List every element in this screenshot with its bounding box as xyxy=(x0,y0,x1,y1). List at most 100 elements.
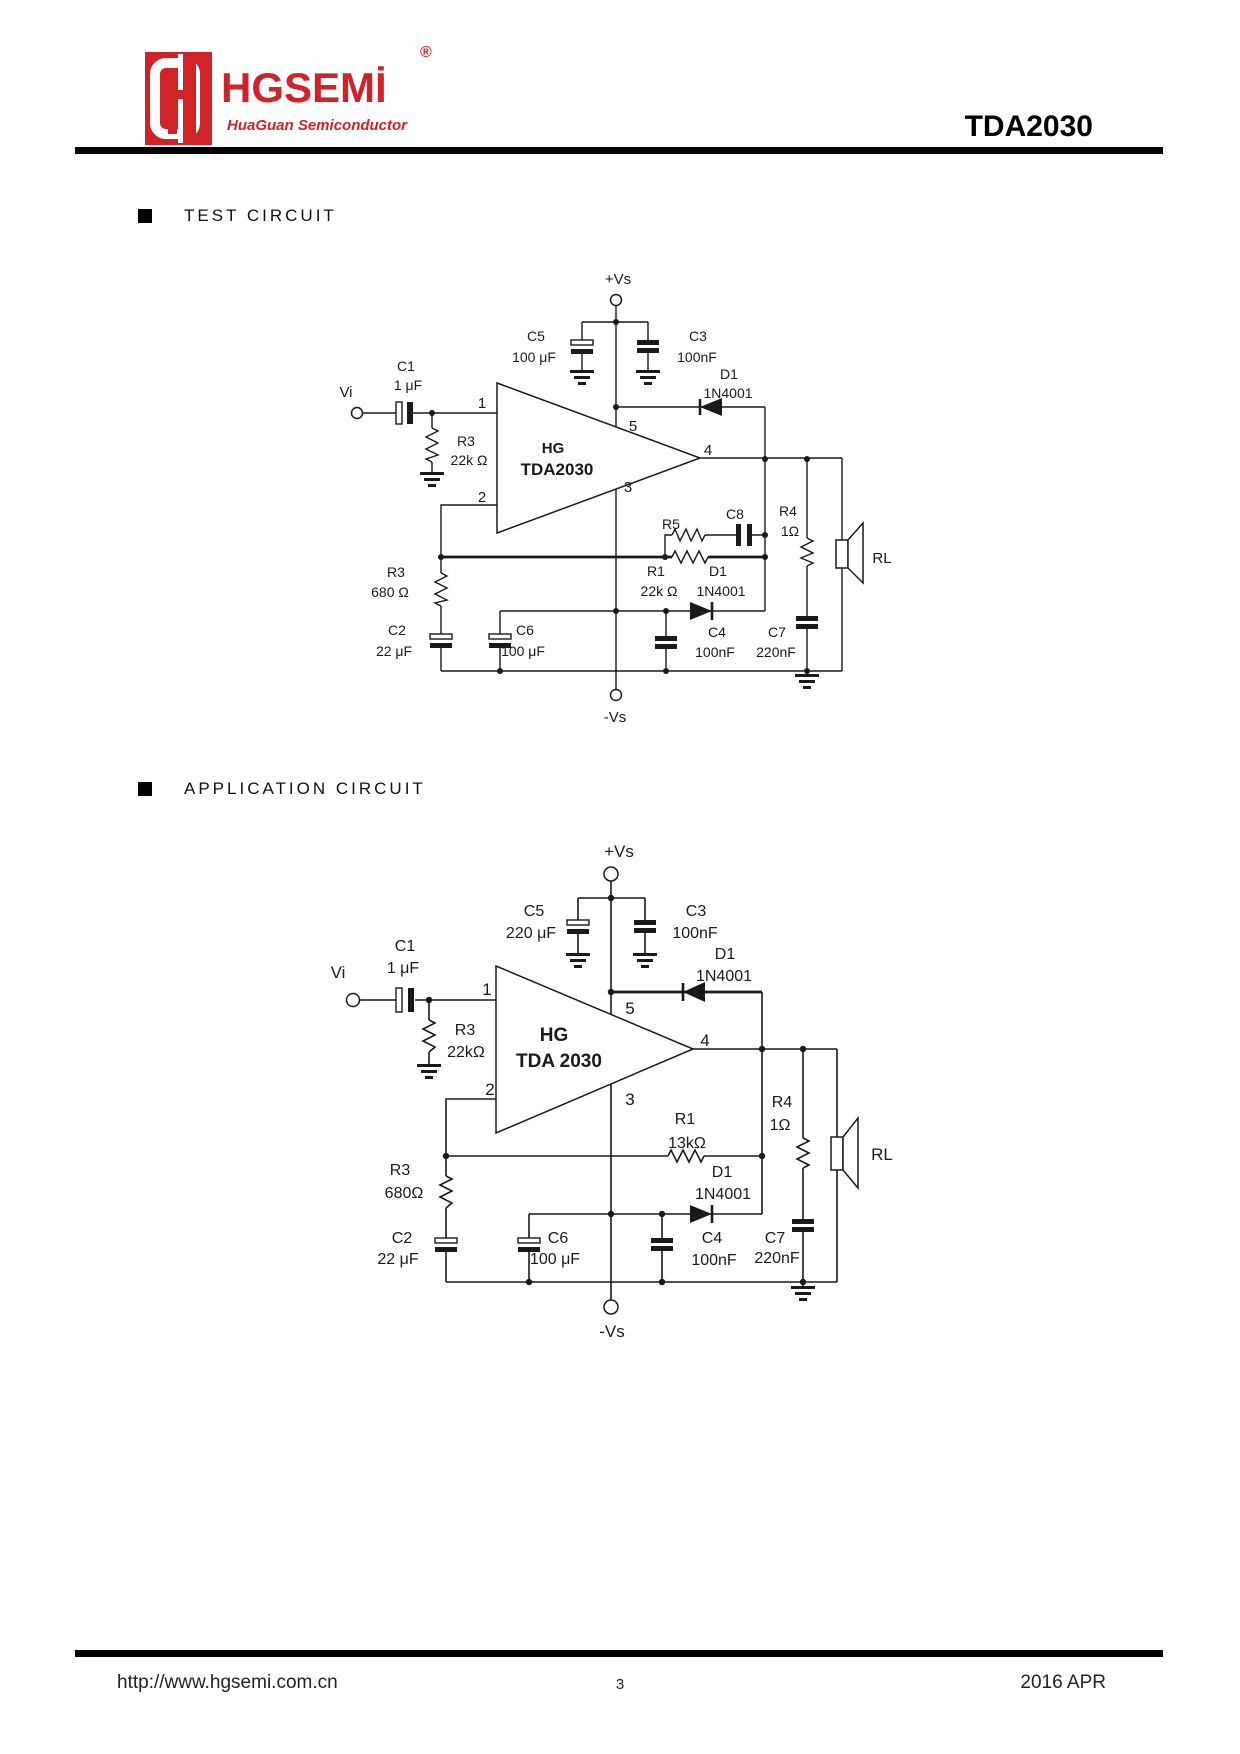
d1-bottom-label: D1 xyxy=(712,1164,733,1181)
junction-dots xyxy=(429,319,810,674)
opamp-tda2030 xyxy=(495,964,695,1135)
test-resistors xyxy=(424,427,815,607)
resistor-r1 xyxy=(671,549,709,565)
app-capacitors xyxy=(395,919,814,1252)
brand-logo-text: HGSEMİ xyxy=(221,64,387,111)
square-bullet-icon xyxy=(138,782,152,796)
resistor-r4 xyxy=(799,537,815,567)
pin3-label: 3 xyxy=(624,479,632,496)
r3-feedback-value: 680Ω xyxy=(385,1185,424,1202)
capacitor-c8-plate xyxy=(736,524,741,546)
c6-label: C6 xyxy=(516,622,534,638)
c1-label: C1 xyxy=(397,358,415,374)
pin1-label: 1 xyxy=(482,980,491,999)
c5-value: 100 μF xyxy=(512,349,556,365)
ground-icon xyxy=(415,1064,443,1079)
pin4-label: 4 xyxy=(700,1031,709,1050)
capacitor-c2-plate xyxy=(429,633,453,640)
pin5-label: 5 xyxy=(629,418,637,435)
capacitor-c1-plate xyxy=(395,401,403,425)
ground-icon xyxy=(634,370,662,385)
diode-d1-bottom xyxy=(690,602,712,620)
c5-label: C5 xyxy=(524,903,545,920)
opamp-tda2030 xyxy=(496,381,703,535)
resistor-r3-feedback xyxy=(432,572,450,607)
pin3-label: 3 xyxy=(625,1090,634,1109)
r1-value: 22k Ω xyxy=(641,583,678,599)
c2-label: C2 xyxy=(392,1230,413,1247)
c3-value: 100nF xyxy=(672,925,718,942)
c4-label: C4 xyxy=(708,624,726,640)
r3-input-label: R3 xyxy=(455,1022,476,1039)
ground-icon xyxy=(631,953,659,968)
r3-input-value: 22k Ω xyxy=(451,452,488,468)
c3-value: 100nF xyxy=(677,349,717,365)
page-title-part-number: TDA2030 xyxy=(964,110,1093,143)
vs-minus-label: -Vs xyxy=(604,709,627,726)
section-title: APPLICATION CIRCUIT xyxy=(184,779,426,798)
c6-value: 100 μF xyxy=(501,643,545,659)
resistor-r5 xyxy=(671,527,706,543)
rl-label: RL xyxy=(871,1145,893,1164)
chip-name-line2: TDA 2030 xyxy=(516,1051,602,1072)
capacitor-c6-plate xyxy=(488,633,512,640)
resistor-r3-feedback xyxy=(438,1175,454,1209)
brand-tagline: HuaGuan Semiconductor xyxy=(227,117,408,134)
app-diodes xyxy=(681,982,714,1223)
header-rule xyxy=(75,147,1163,154)
c1-value: 1 μF xyxy=(387,960,420,977)
chip-name-line1: HG xyxy=(542,440,565,457)
square-bullet-icon xyxy=(138,209,152,223)
footer-page-number: 3 xyxy=(615,1676,625,1693)
capacitor-c2-plate xyxy=(434,1237,458,1244)
ground-icon xyxy=(418,472,446,487)
c5-label: C5 xyxy=(527,328,545,344)
capacitor-c5-plate xyxy=(566,919,590,926)
ground-icon xyxy=(568,370,596,385)
r3-feedback-label: R3 xyxy=(387,564,405,580)
c4-value: 100nF xyxy=(695,644,735,660)
resistor-r3-input xyxy=(421,1019,437,1053)
section-heading-application-circuit: APPLICATION CIRCUIT xyxy=(138,779,426,799)
hgsemi-logo-icon xyxy=(145,52,212,145)
d1-top-value: 1N4001 xyxy=(703,385,752,401)
ground-icon xyxy=(564,953,592,968)
d1-bottom-value: 1N4001 xyxy=(695,1186,751,1203)
c6-value: 100 μF xyxy=(530,1251,580,1268)
diode-d1-top xyxy=(700,398,722,416)
footer-rule xyxy=(75,1650,1163,1657)
resistor-r3-input xyxy=(424,427,440,463)
d1-top-label: D1 xyxy=(715,946,736,963)
terminal-vs-minus xyxy=(609,688,623,702)
application-circuit-diagram: +Vs C5 220 μF C3 100nF D1 1N4001 Vi C1 1… xyxy=(331,842,893,1341)
d1-bottom-label: D1 xyxy=(709,563,727,579)
speaker-rl xyxy=(830,1115,859,1191)
c2-value: 22 μF xyxy=(376,643,412,659)
diode-d1-bottom xyxy=(690,1205,712,1223)
c1-value: 1 μF xyxy=(394,377,422,393)
r4-value: 1Ω xyxy=(781,523,799,539)
terminal-vs-plus xyxy=(603,866,619,882)
section-title: TEST CIRCUIT xyxy=(184,206,337,225)
c2-label: C2 xyxy=(388,622,406,638)
c8-label: C8 xyxy=(726,506,744,522)
pin2-label: 2 xyxy=(485,1080,494,1099)
r3-feedback-label: R3 xyxy=(390,1162,411,1179)
r1-label: R1 xyxy=(647,563,665,579)
chip-name-line2: TDA2030 xyxy=(521,460,594,479)
footer-date: 2016 APR xyxy=(1020,1672,1106,1693)
r4-label: R4 xyxy=(779,503,797,519)
capacitor-c1-plate xyxy=(395,987,403,1013)
capacitor-c5-plate xyxy=(570,339,594,346)
c7-value: 220nF xyxy=(754,1250,800,1267)
d1-top-label: D1 xyxy=(720,366,738,382)
footer-url: http://www.hgsemi.com.cn xyxy=(117,1672,338,1693)
c4-label: C4 xyxy=(702,1230,723,1247)
registered-trademark-icon: ® xyxy=(420,44,432,61)
section-heading-test-circuit: TEST CIRCUIT xyxy=(138,206,337,226)
pin5-label: 5 xyxy=(625,999,634,1018)
test-diodes xyxy=(690,398,722,620)
r1-label: R1 xyxy=(675,1111,696,1128)
ground-icon xyxy=(789,1286,817,1301)
c3-label: C3 xyxy=(686,903,707,920)
